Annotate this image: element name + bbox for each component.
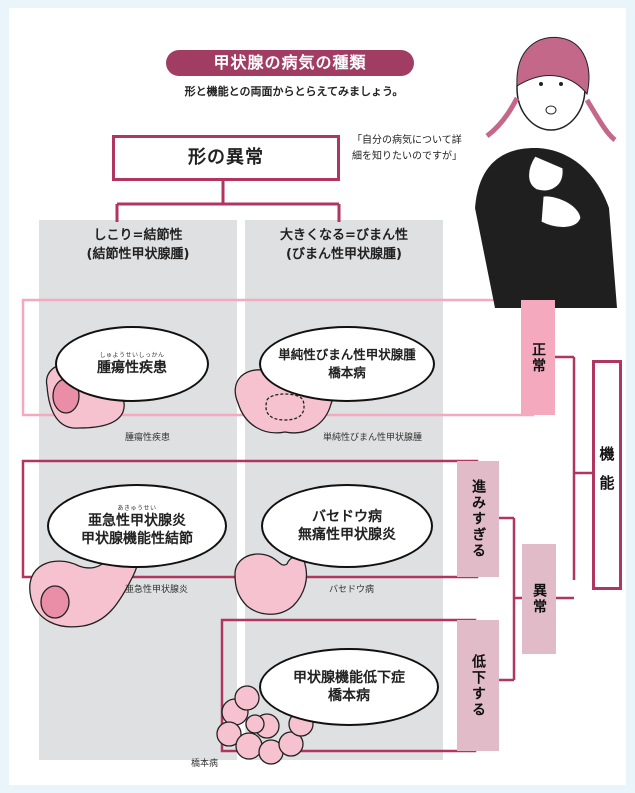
simple-diffuse-line-1: 単純性びまん性甲状腺腫 <box>278 347 416 362</box>
quote-line-1: 「自分の病気について詳 <box>352 135 462 146</box>
subacute-ruby: あきゅうせい <box>117 504 157 512</box>
page-subtitle: 形と機能との両面からとらえてみましょう。 <box>184 85 404 98</box>
diagram-page: 甲状腺の病気の種類 形と機能との両面からとらえてみましょう。 「自分の病気につい… <box>9 8 626 785</box>
subacute-ellipse: あきゅうせい 亜急性甲状腺炎 甲状腺機能性結節 <box>47 484 227 568</box>
tumor-disease-label: 腫瘍性疾患 <box>97 359 167 376</box>
simple-diffuse-caption: 単純性びまん性甲状腺腫 <box>323 433 423 443</box>
tumor-disease-ellipse: しゅようせいしっかん 腫瘍性疾患 <box>55 326 209 402</box>
basedow-line-2: 無痛性甲状腺炎 <box>298 527 396 543</box>
right-header-line-2: (びまん性甲状腺腫) <box>286 247 402 262</box>
speech-quote: 「自分の病気について詳 細を知りたいのですが」 <box>352 133 492 165</box>
basedow-line-1: バセドウ病 <box>312 509 382 525</box>
quote-line-2: 細を知りたいのですが」 <box>352 151 462 162</box>
right-column-header: 大きくなる=びまん性 (びまん性甲状腺腫) <box>249 226 439 264</box>
woman-illustration <box>475 36 617 308</box>
tumor-disease-ruby: しゅようせいしっかん <box>99 351 165 359</box>
left-header-line-2: (結節性甲状腺腫) <box>86 247 190 262</box>
tumor-caption: 腫瘍性疾患 <box>125 433 171 443</box>
shape-tree <box>115 178 341 222</box>
left-column-header: しこり=結節性 (結節性甲状腺腫) <box>49 226 227 264</box>
basedow-caption: バセドウ病 <box>329 585 375 595</box>
hyper-tab: 進みすぎる <box>457 461 499 577</box>
subacute-line-1: 亜急性甲状腺炎 <box>88 512 186 529</box>
basedow-thyroid <box>234 553 308 615</box>
shape-abnormality-box: 形の異常 <box>112 135 340 181</box>
hypothyroid-line-2: 橋本病 <box>328 688 370 704</box>
simple-diffuse-ellipse: 単純性びまん性甲状腺腫 橋本病 <box>259 326 435 402</box>
right-header-line-1: 大きくなる=びまん性 <box>280 228 408 243</box>
abnormal-tab: 異常 <box>522 544 556 654</box>
page-title: 甲状腺の病気の種類 <box>166 50 414 76</box>
left-header-line-1: しこり=結節性 <box>93 228 183 243</box>
hypo-tab: 低下する <box>457 620 499 751</box>
basedow-ellipse: バセドウ病 無痛性甲状腺炎 <box>261 484 433 568</box>
subacute-line-2: 甲状腺機能性結節 <box>81 530 193 547</box>
subacute-caption: 亜急性甲状腺炎 <box>125 585 189 595</box>
simple-diffuse-line-2: 橋本病 <box>328 365 366 380</box>
hypothyroid-line-1: 甲状腺機能低下症 <box>293 670 405 686</box>
normal-tab: 正常 <box>521 300 555 415</box>
function-tree <box>499 355 592 682</box>
hypothyroid-ellipse: 甲状腺機能低下症 橋本病 <box>259 648 439 726</box>
function-box: 機能 <box>592 360 622 590</box>
hashimoto-caption: 橋本病 <box>191 759 219 769</box>
